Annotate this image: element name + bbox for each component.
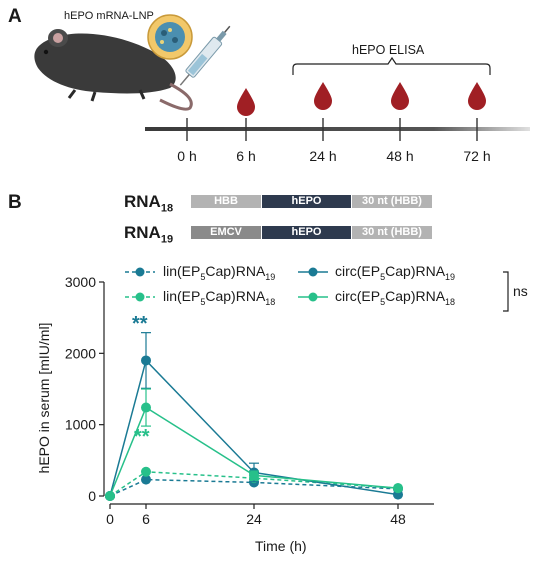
y-tick-label: 2000 [65, 345, 96, 361]
legend-label-lin18: lin(EP5Cap)RNA18 [163, 288, 276, 307]
segment-hbb: HBB [214, 195, 238, 207]
construct-name-rna18: RNA18 [124, 192, 174, 215]
segment-hepo-19: hEPO [291, 226, 322, 238]
segment-30nt-18: 30 nt (HBB) [362, 195, 422, 207]
series-line [109, 358, 399, 497]
ns-bracket [503, 271, 509, 312]
timepoint-72h: 72 h [463, 148, 491, 164]
blood-drop-24h [314, 82, 332, 110]
data-point [141, 402, 151, 413]
timepoint-48h: 48 h [386, 148, 414, 164]
data-point [249, 470, 259, 481]
significance-circ18: ** [134, 426, 150, 448]
legend-label-circ19: circ(EP5Cap)RNA19 [335, 263, 456, 282]
segment-emcv: EMCV [210, 226, 242, 238]
blood-drops [237, 82, 486, 116]
construct-name-rna19: RNA19 [124, 223, 174, 246]
series-line [109, 406, 399, 497]
timepoint-0h: 0 h [177, 148, 197, 164]
data-point [141, 466, 151, 477]
panel-b-letter: B [8, 192, 22, 213]
elisa-label: hEPO ELISA [352, 43, 425, 57]
segment-hepo-18: hEPO [291, 195, 322, 207]
timepoint-6h: 6 h [236, 148, 256, 164]
y-axis-label: hEPO in serum [mIU/ml] [36, 322, 52, 474]
legend-label-lin19: lin(EP5Cap)RNA19 [163, 263, 276, 282]
construct-rna18 [191, 195, 432, 208]
legend-label-circ18: circ(EP5Cap)RNA18 [335, 288, 456, 307]
x-tick-label: 24 [246, 511, 262, 527]
data-point [393, 483, 403, 494]
lnp-particle-icon [147, 14, 193, 60]
data-point [105, 491, 115, 501]
blood-drop-72h [468, 82, 486, 110]
series-line [109, 470, 399, 497]
segment-30nt-19: 30 nt (HBB) [362, 226, 422, 238]
x-axis-label: Time (h) [255, 538, 307, 554]
x-tick-label: 6 [142, 511, 150, 527]
series-3 [105, 388, 403, 501]
construct-rna19 [191, 226, 432, 239]
chart-series [105, 332, 403, 501]
x-tick-label: 48 [390, 511, 406, 527]
chart-axes: 0 1000 2000 3000 0 6 24 48 [65, 274, 434, 527]
series-line [109, 478, 399, 497]
syringe-icon [179, 25, 231, 86]
y-tick-label: 3000 [65, 274, 96, 290]
y-tick-label: 0 [88, 488, 96, 504]
mouse-label: hEPO mRNA-LNP [64, 10, 154, 22]
data-point [141, 474, 151, 485]
significance-circ19: ** [132, 313, 148, 335]
blood-drop-48h [391, 82, 409, 110]
mouse-illustration [34, 29, 193, 111]
timeline-ticks [186, 118, 478, 141]
x-tick-label: 0 [106, 511, 114, 527]
panel-a-letter: A [8, 6, 22, 27]
y-tick-label: 1000 [65, 417, 96, 433]
timeline-bar [145, 127, 530, 131]
legend-markers [125, 267, 328, 302]
timepoint-24h: 24 h [309, 148, 337, 164]
blood-drop-6h [237, 88, 255, 116]
ns-label: ns [513, 283, 528, 299]
data-point [141, 355, 151, 366]
elisa-bracket [292, 56, 491, 75]
